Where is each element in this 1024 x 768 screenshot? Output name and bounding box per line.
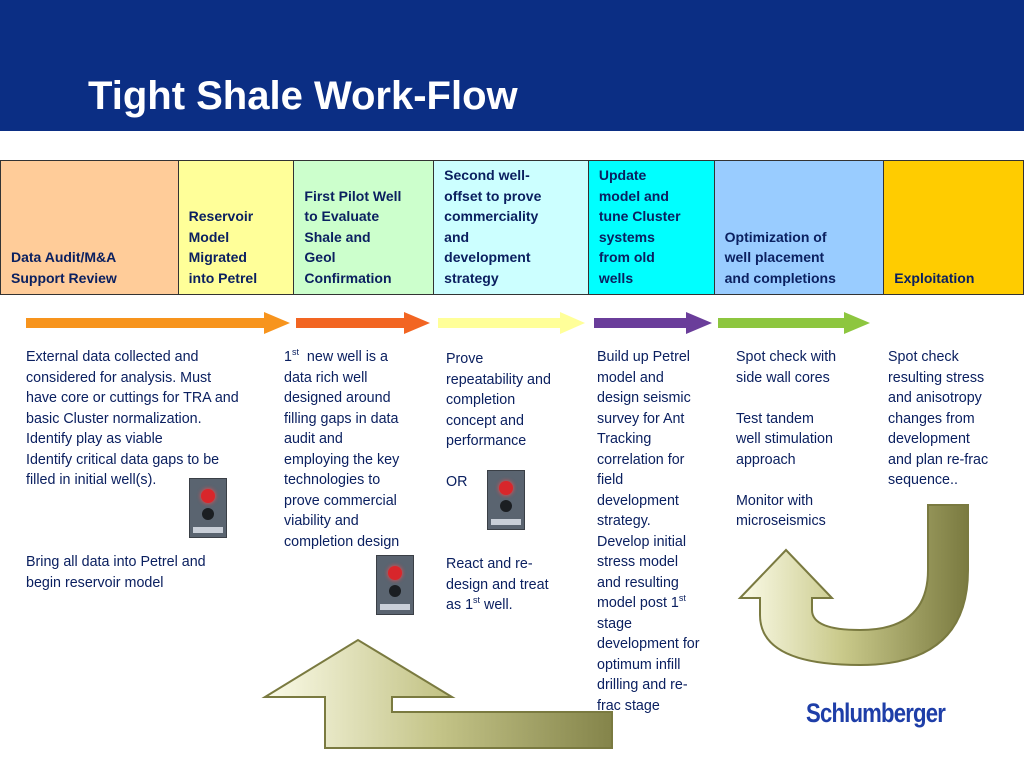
text-column-4: Build up Petrel model and design seismic… bbox=[597, 349, 700, 714]
text-column-1: External data collected and considered f… bbox=[26, 349, 239, 591]
schlumberger-logo: Schlumberger bbox=[806, 698, 946, 728]
flow-arrow-3 bbox=[438, 312, 585, 334]
flow-arrow-1 bbox=[26, 312, 290, 334]
text-column-5: Spot check with side wall cores Test tan… bbox=[736, 349, 837, 529]
flow-arrow-2 bbox=[296, 312, 430, 334]
phase-exploitation: Exploitation bbox=[884, 161, 1024, 294]
traffic-light-icon bbox=[487, 470, 525, 530]
large-return-arrow-icon bbox=[261, 638, 613, 749]
page-title: Tight Shale Work-Flow bbox=[88, 74, 518, 118]
text-column-3: Prove repeatability and completion conce… bbox=[446, 351, 551, 613]
traffic-light-icon bbox=[376, 555, 414, 615]
title-bar: Tight Shale Work-Flow bbox=[0, 0, 1024, 131]
text-column-6: Spot check resulting stress and anisotro… bbox=[888, 349, 989, 488]
traffic-light-icon bbox=[189, 478, 227, 538]
flow-arrow-5 bbox=[718, 312, 870, 334]
flow-arrow-4 bbox=[594, 312, 712, 334]
text-column-2: 1st new well is a data rich well designe… bbox=[284, 347, 400, 550]
curved-return-arrow-icon bbox=[737, 504, 969, 667]
